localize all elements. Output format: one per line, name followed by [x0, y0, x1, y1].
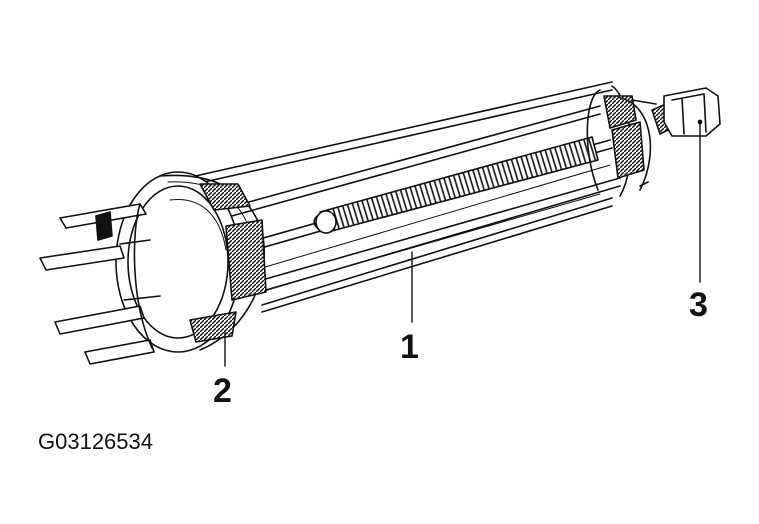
callout-label-3: 3: [689, 286, 708, 324]
jaw-prongs: [39, 203, 161, 365]
figure-id: G03126534: [38, 429, 153, 454]
hex-nut: [651, 87, 721, 137]
right-end-plate: [586, 85, 657, 197]
leader-lines: [224, 123, 701, 367]
collar: [115, 171, 267, 353]
threaded-spindle: [313, 136, 599, 234]
callout-label-2: 2: [213, 372, 232, 410]
callout-label-1: 1: [400, 328, 419, 366]
